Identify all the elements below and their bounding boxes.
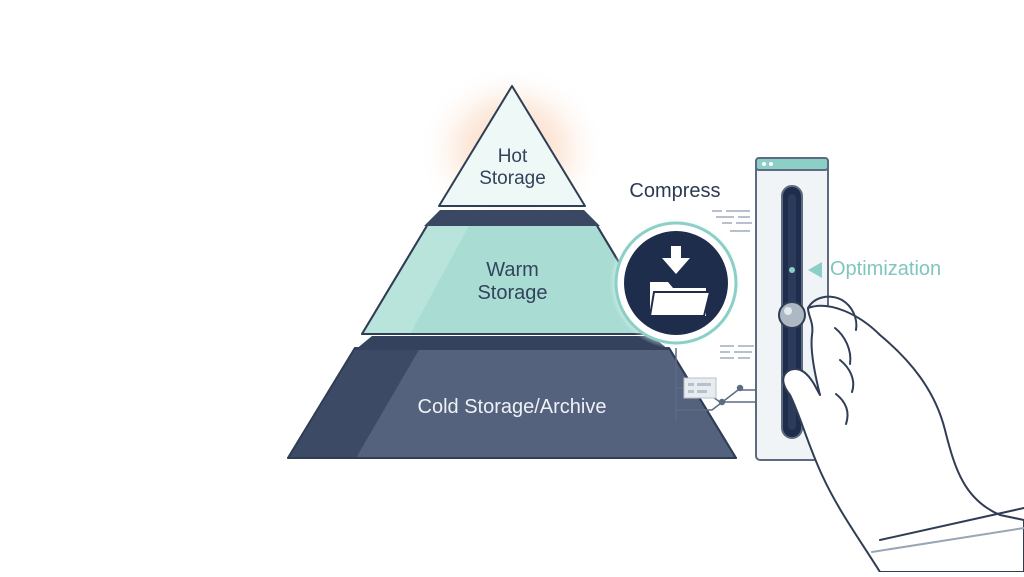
cold-storage-label: Cold Storage/Archive xyxy=(417,396,607,418)
triangle-left-icon xyxy=(808,262,822,278)
hot-storage-label: Hot Storage xyxy=(479,146,546,189)
cold-top-band xyxy=(355,336,669,350)
compress-label: Compress xyxy=(629,180,721,202)
warm-storage-label: Warm Storage xyxy=(477,259,548,304)
compress-icon-group xyxy=(610,217,742,349)
optimization-label: Optimization xyxy=(830,258,942,280)
warm-top-band xyxy=(424,210,600,226)
hand-illustration xyxy=(782,295,1024,573)
log-marks xyxy=(683,210,754,399)
slider-knob-icon xyxy=(778,301,806,329)
hot-tier xyxy=(438,85,586,207)
